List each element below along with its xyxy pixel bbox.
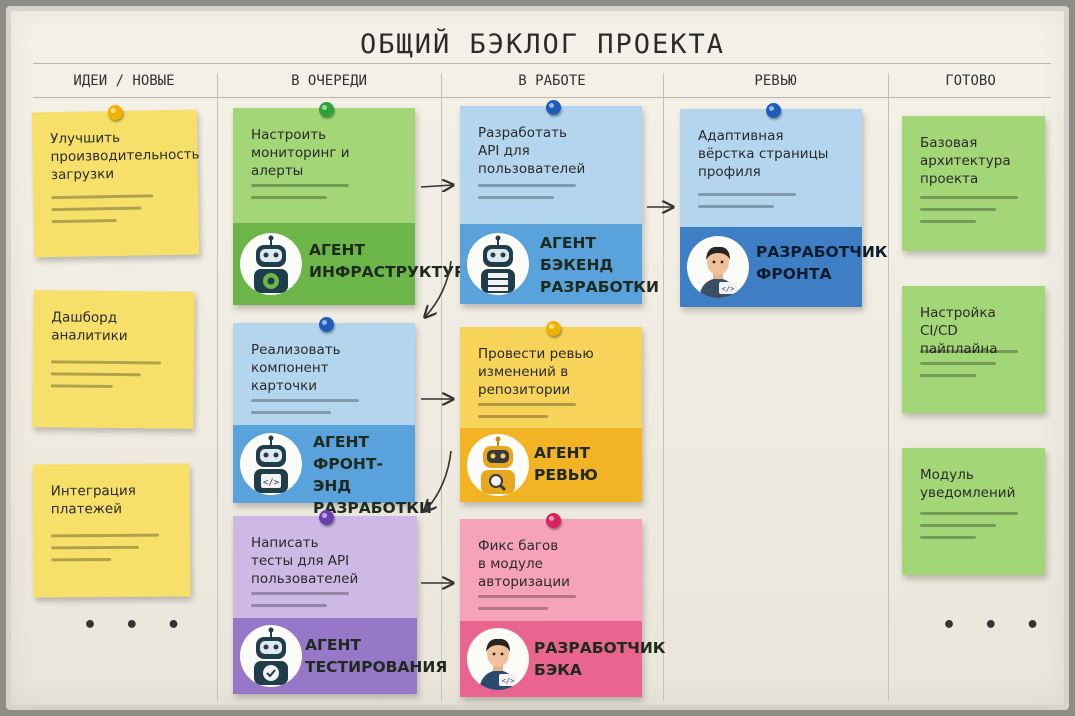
assignee-band: </> РАЗРАБОТЧИК ФРОНТА [680, 227, 888, 307]
more-ideas-indicator: • • • [83, 613, 191, 638]
done-card[interactable]: Настройка CI/CD пайплайна [902, 286, 1045, 413]
card-text: Настроить мониторинг и алерты [251, 127, 350, 179]
assignee-label: АГЕНТ БЭКЕНД РАЗРАБОТКИ [540, 234, 659, 296]
card-text: Реализовать компонент карточки [251, 342, 341, 394]
column-header-queue: В ОЧЕРЕДИ [291, 73, 367, 89]
kanban-board: ОБЩИЙ БЭКЛОГ ПРОЕКТА ИДЕИ / НОВЫЕ В ОЧЕР… [6, 6, 1069, 710]
pin-icon [546, 513, 561, 528]
pin-icon [766, 103, 781, 118]
arrow-icon [425, 450, 452, 511]
column-divider [217, 73, 218, 701]
inwork-card-auth-bugfix[interactable]: Фикс багов в модуле авторизации </> РАЗР… [460, 513, 666, 697]
pin-icon [319, 317, 334, 332]
svg-text:</>: </> [502, 677, 515, 685]
pin-icon [319, 102, 334, 117]
flow-arrows [420, 11, 1074, 715]
card-text: Разработать API для пользователей [478, 125, 586, 177]
assignee-band: </> АГЕНТ ФРОНТ-ЭНД РАЗРАБОТКИ [233, 425, 432, 517]
developer-avatar-icon: </> [687, 236, 749, 298]
card-text: Фикс багов в модуле авторизации [478, 538, 570, 590]
assignee-label: АГЕНТ ФРОНТ-ЭНД РАЗРАБОТКИ [313, 433, 432, 517]
card-text: Написать тесты для API пользователей [251, 535, 359, 587]
column-header-review: РЕВЬЮ [754, 73, 797, 89]
queue-card-api-tests[interactable]: Написать тесты для API пользователей АГЕ… [233, 510, 447, 694]
card-text: Настройка CI/CD пайплайна [920, 305, 998, 357]
pin-icon [546, 100, 561, 115]
robot-check-icon [240, 625, 302, 687]
arrow-icon [420, 185, 453, 187]
pin-icon [546, 321, 561, 336]
header-divider [33, 97, 1051, 98]
svg-text:</>: </> [263, 478, 280, 488]
column-header-done: ГОТОВО [945, 73, 996, 89]
assignee-band: АГЕНТ ТЕСТИРОВАНИЯ [233, 618, 447, 694]
more-done-indicator: • • • [942, 613, 1050, 638]
pin-icon [319, 510, 334, 525]
assignee-band: АГЕНТ РЕВЬЮ [460, 428, 642, 502]
assignee-band: </> РАЗРАБОТЧИК БЭКА [460, 621, 666, 697]
column-divider [888, 73, 889, 701]
board-title: ОБЩИЙ БЭКЛОГ ПРОЕКТА [359, 29, 726, 60]
inwork-card-users-api[interactable]: Разработать API для пользователей АГЕНТ … [460, 100, 659, 304]
column-header-inwork: В РАБОТЕ [518, 73, 586, 89]
robot-gear-icon [240, 233, 302, 295]
assignee-label: РАЗРАБОТЧИК ФРОНТА [756, 243, 888, 283]
column-header-ideas: ИДЕИ / НОВЫЕ [73, 73, 175, 89]
title-divider [33, 63, 1051, 64]
svg-text:</>: </> [722, 285, 735, 293]
queue-card-card-component[interactable]: Реализовать компонент карточки </> АГЕНТ… [233, 317, 432, 517]
done-card[interactable]: Модуль уведомлений [902, 448, 1045, 575]
assignee-label: АГЕНТ РЕВЬЮ [534, 444, 598, 484]
done-card[interactable]: Базовая архитектура проекта [902, 116, 1045, 251]
assignee-band: АГЕНТ ИНФРАСТРУКТУРЫ [233, 223, 482, 305]
card-text: Базовая архитектура проекта [920, 135, 1011, 187]
card-text: Модуль уведомлений [920, 467, 1016, 501]
inwork-card-code-review[interactable]: Провести ревью изменений в репозитории А… [460, 321, 642, 502]
column-divider [663, 73, 664, 701]
assignee-label: РАЗРАБОТЧИК БЭКА [534, 639, 666, 679]
card-text: Адаптивная вёрстка страницы профиля [698, 128, 829, 180]
developer-avatar-icon: </> [467, 628, 529, 690]
assignee-band: АГЕНТ БЭКЕНД РАЗРАБОТКИ [460, 224, 659, 304]
queue-card-monitoring[interactable]: Настроить мониторинг и алерты АГЕНТ ИНФР… [233, 102, 482, 305]
robot-server-icon [467, 233, 529, 295]
review-card-adaptive-layout[interactable]: Адаптивная вёрстка страницы профиля </> … [680, 103, 888, 307]
robot-magnifier-icon [467, 434, 529, 496]
card-text: Провести ревью изменений в репозитории [478, 346, 594, 398]
robot-code-icon: </> [240, 433, 302, 495]
arrow-icon [425, 260, 452, 317]
column-divider [441, 73, 442, 701]
